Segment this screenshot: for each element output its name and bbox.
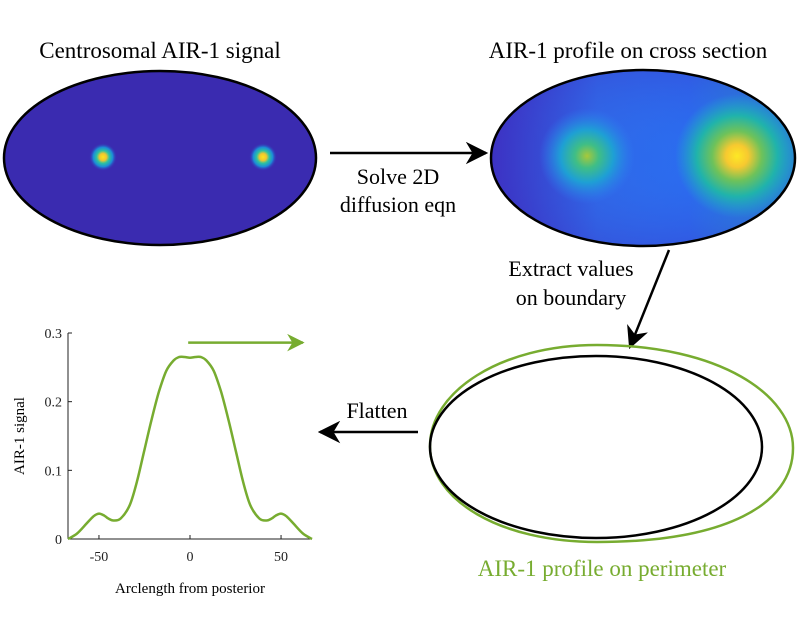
perimeter-diagram	[428, 343, 795, 544]
extract-arrow	[627, 249, 671, 350]
cross-section-title: AIR-1 profile on cross section	[489, 38, 768, 63]
y-tick-label: 0.3	[45, 327, 63, 342]
x-tick-label: 50	[274, 550, 288, 565]
posterior-hotspot	[539, 108, 635, 204]
centrosomal-title: Centrosomal AIR-1 signal	[39, 38, 280, 63]
solve-label-line1: Solve 2D	[357, 164, 440, 189]
centrosomal-ellipse	[2, 69, 318, 247]
x-axis-label: Arclength from posterior	[115, 581, 265, 597]
cross-section-ellipse	[489, 68, 797, 248]
extract-label-line2: on boundary	[516, 285, 627, 310]
perimeter-label: AIR-1 profile on perimeter	[478, 556, 727, 581]
extract-label-line1: Extract values	[508, 256, 633, 281]
air1-signal-line	[67, 355, 313, 541]
flattened-profile-chart: 0 0.1 0.2 0.3 -50 0 50 Arclength from posteri…	[12, 327, 313, 597]
posterior-centrosome-spot	[89, 143, 117, 171]
y-axis-label: AIR-1 signal	[12, 397, 28, 475]
solve-label-line2: diffusion eqn	[340, 192, 456, 217]
x-tick-label: 0	[187, 550, 194, 565]
y-tick-label: 0.2	[45, 396, 63, 411]
perimeter-boundary-ellipse	[428, 354, 764, 540]
x-tick-label: -50	[90, 550, 109, 565]
anterior-hotspot	[675, 94, 795, 218]
y-tick-label: 0.1	[45, 464, 63, 479]
y-tick-label: 0	[55, 533, 62, 548]
perimeter-profile-curve	[428, 343, 795, 544]
flatten-label: Flatten	[346, 398, 407, 423]
anterior-centrosome-spot	[249, 143, 277, 171]
